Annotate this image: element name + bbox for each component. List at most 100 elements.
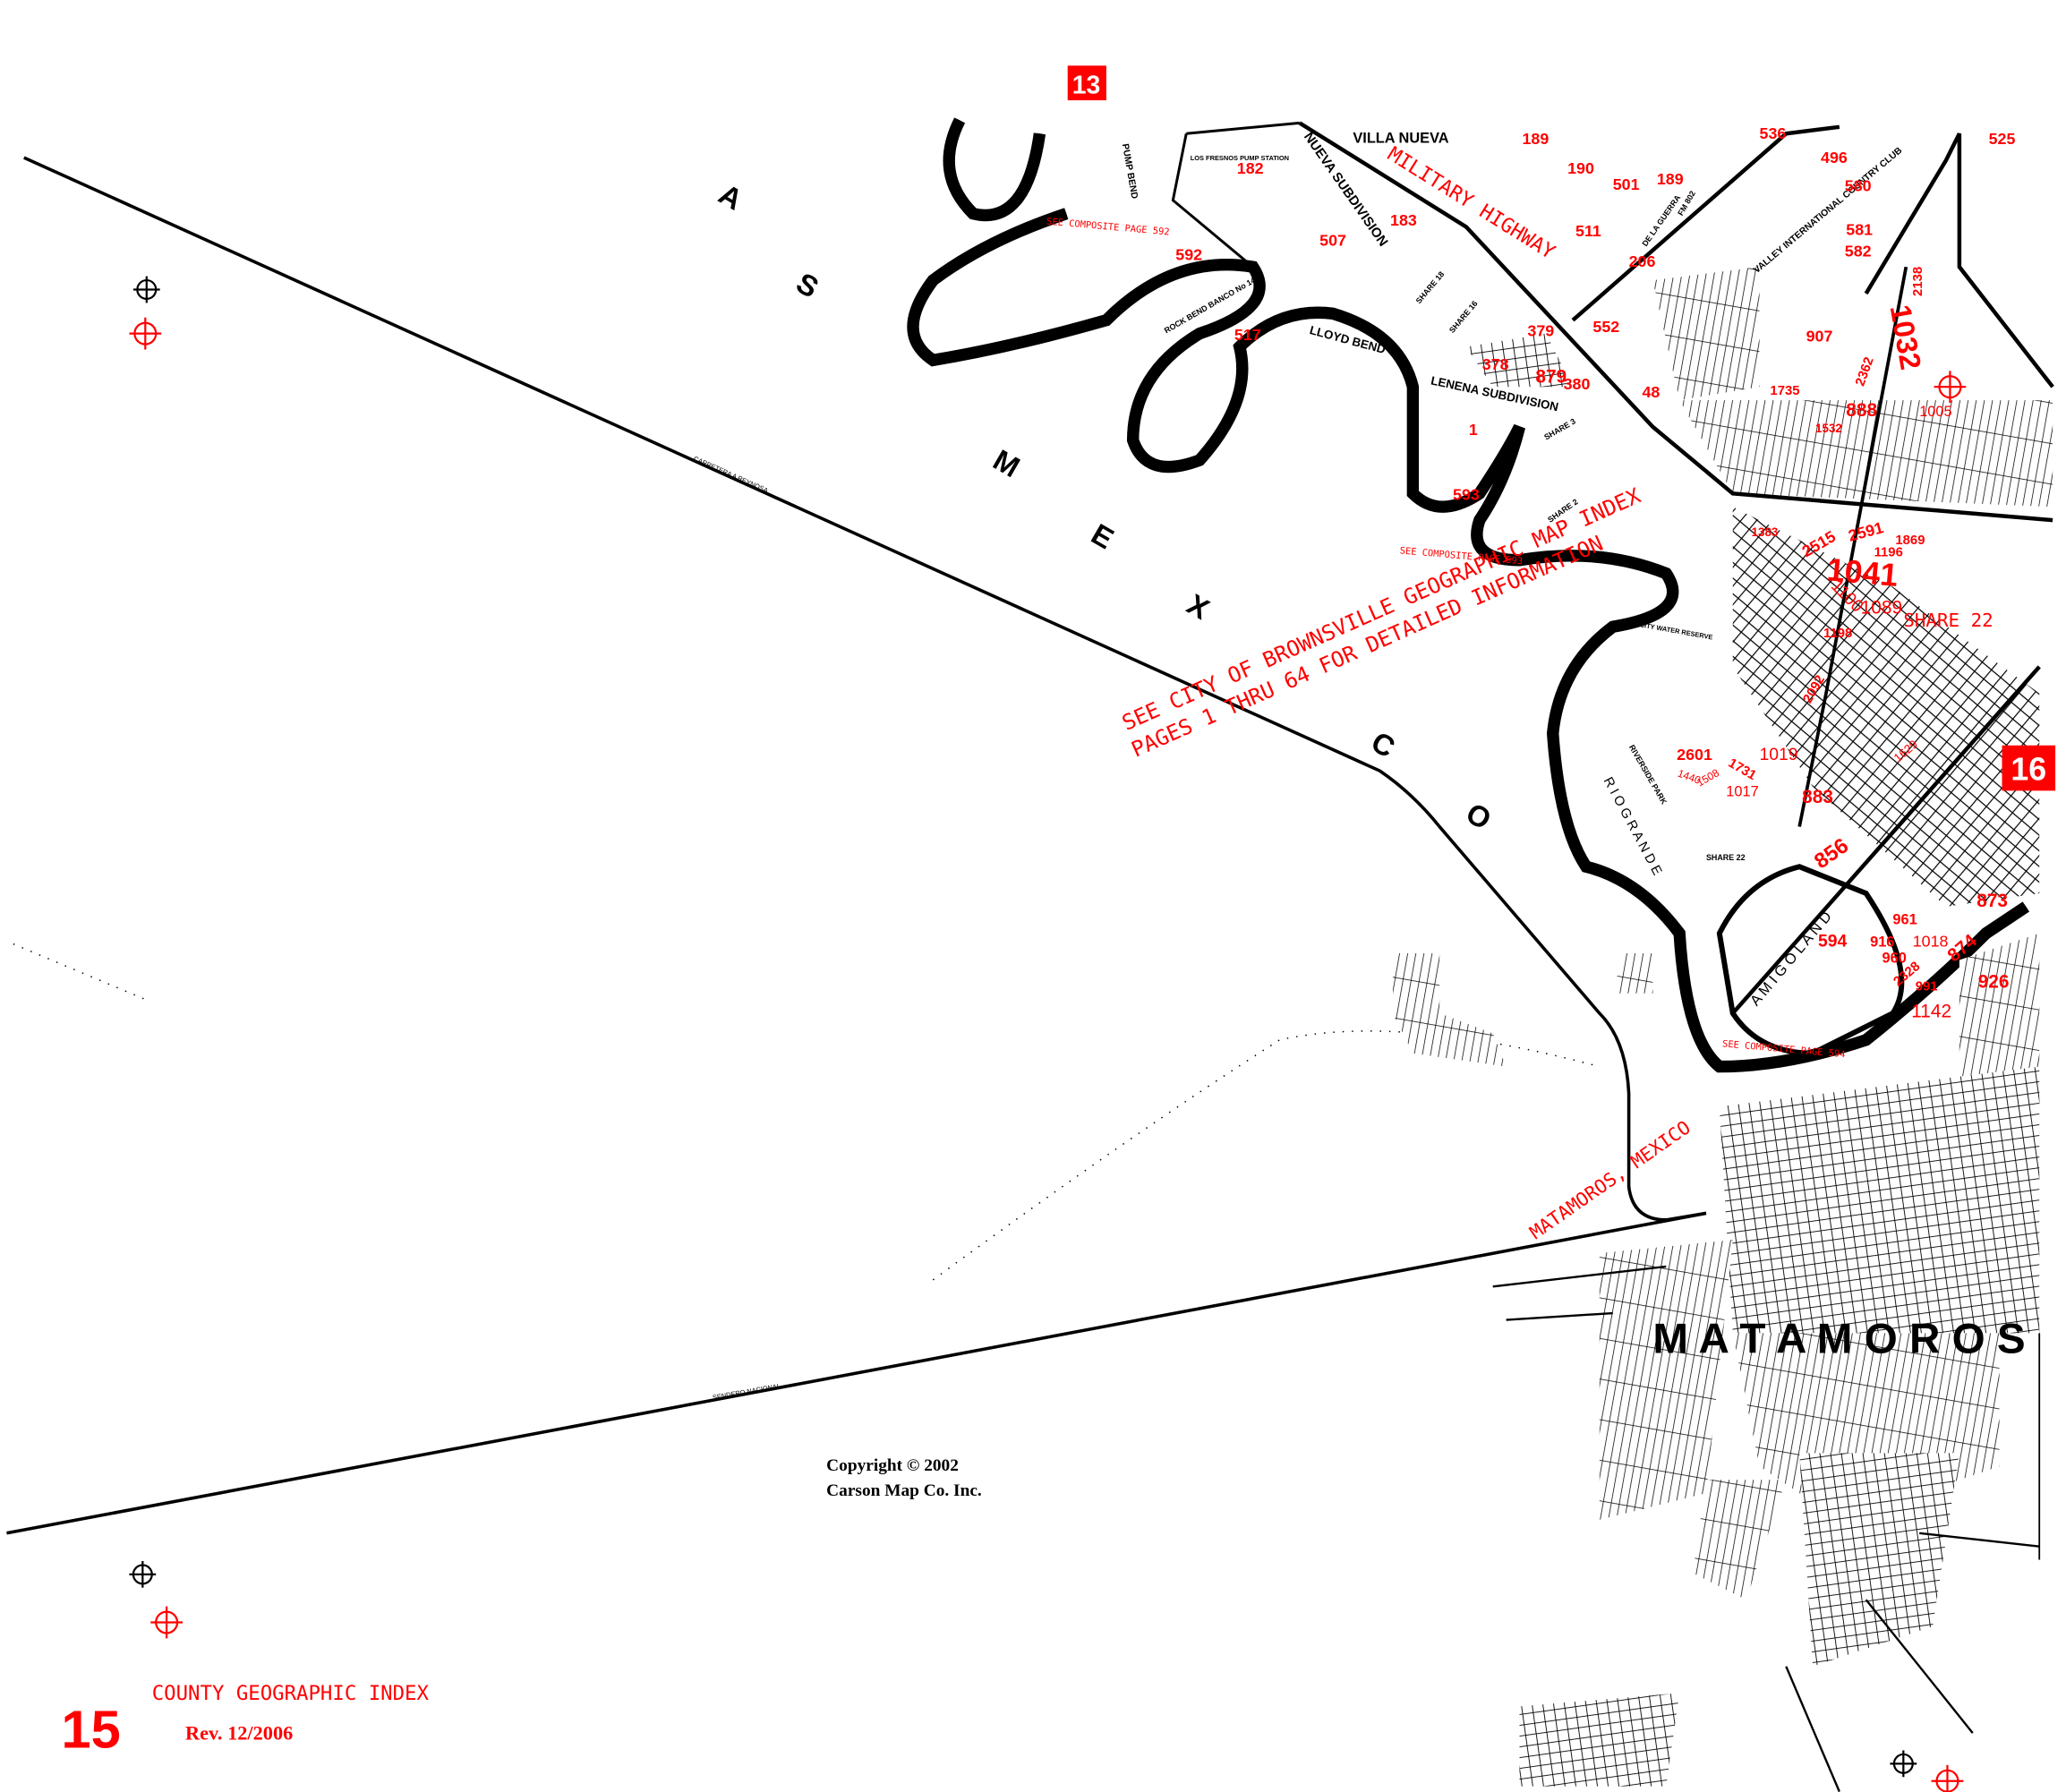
country-letter: S	[791, 266, 824, 304]
index-number: 916	[1870, 934, 1894, 951]
index-number: 1032	[1884, 303, 1928, 372]
country-letter: A	[713, 177, 748, 217]
crosshair-icon	[1934, 371, 1967, 404]
index-number: 2138	[1911, 267, 1925, 296]
index-number: 517	[1234, 326, 1261, 344]
label-share-3: SHARE 3	[1542, 416, 1577, 441]
military-highway-label: MILITARY HIGHWAY	[1383, 142, 1559, 264]
adjacent-page-13[interactable]: 13	[1067, 65, 1106, 101]
index-number: 2362	[1853, 355, 1876, 388]
label-sendero: SENDERO NACIONAL	[712, 1382, 781, 1402]
matamoros-label: MATAMOROS, MEXICO	[1525, 1116, 1694, 1243]
index-number: 525	[1989, 130, 2016, 148]
index-number: 379	[1527, 322, 1554, 340]
composite-592-note: SEE COMPOSITE PAGE 592	[1046, 217, 1170, 238]
index-number: 960	[1882, 950, 1907, 966]
index-number: 1383	[1752, 525, 1779, 539]
index-number: 536	[1760, 124, 1787, 142]
label-amigoland: A M I G O L A N D	[1747, 909, 1835, 1009]
index-number: 594	[1818, 932, 1848, 951]
index-number: 1142	[1911, 1002, 1951, 1022]
crosshair-icon	[129, 1561, 157, 1588]
registration-marks	[129, 276, 1967, 1792]
label-share-22: SHARE 22	[1706, 853, 1746, 862]
index-number: 907	[1806, 328, 1833, 346]
country-letter: X	[1182, 587, 1216, 626]
crosshair-icon	[129, 317, 162, 350]
index-number: 2601	[1677, 746, 1712, 764]
index-number: 1731	[1726, 756, 1759, 783]
copyright-line1: Copyright © 2002	[826, 1456, 959, 1475]
index-number: 380	[1564, 375, 1591, 393]
adjacent-page-16[interactable]: 16	[2002, 745, 2056, 791]
index-number: 991	[1916, 980, 1938, 994]
index-number: 580	[1845, 176, 1872, 194]
index-number: 206	[1629, 252, 1656, 270]
index-number: 1196	[1874, 545, 1903, 559]
index-number: 1508	[1695, 766, 1721, 789]
country-letter: M	[988, 443, 1026, 484]
index-number: 1869	[1895, 533, 1925, 548]
index-number: 501	[1613, 175, 1640, 193]
label-carretera: CARRETERA A REYNOSA	[692, 455, 769, 495]
rio-grande-river	[907, 117, 2030, 1073]
index-number: 1198	[1823, 627, 1852, 641]
country-letter: C	[1366, 725, 1401, 764]
country-label: A S M E X C O	[713, 177, 1497, 836]
index-number: 552	[1592, 318, 1619, 336]
index-number: 1041	[1825, 551, 1900, 593]
index-number: 1089	[1861, 597, 1902, 618]
index-number: 189	[1522, 130, 1549, 148]
index-number: 183	[1390, 211, 1417, 229]
index-number: 1	[1469, 421, 1478, 439]
index-number: 182	[1237, 159, 1264, 177]
index-number: 1019	[1760, 745, 1798, 764]
index-number: 582	[1845, 242, 1872, 260]
index-number: 888	[1846, 400, 1877, 421]
index-number: 961	[1892, 911, 1917, 927]
page-marker-label: 16	[2011, 751, 2046, 787]
crosshair-icon	[1890, 1750, 1917, 1778]
index-number: 593	[1453, 486, 1480, 504]
index-number: 511	[1575, 222, 1601, 240]
index-number: 1017	[1726, 783, 1758, 799]
crosshair-icon	[150, 1606, 183, 1639]
share-22-label: SHARE 22	[1903, 610, 1993, 631]
index-numbers: 189 190 501 189 536 525 496 580 581 582 …	[1175, 124, 2015, 1021]
index-number: 856	[1810, 833, 1853, 874]
label-share-18: SHARE 18	[1414, 269, 1447, 305]
label-riverside: RIVERSIDE PARK	[1627, 743, 1669, 806]
dotted-trail	[13, 943, 1601, 1281]
index-number: 1018	[1913, 933, 1949, 951]
index-number: 873	[1976, 891, 2008, 911]
index-number: 507	[1319, 231, 1346, 249]
page-title: COUNTY GEOGRAPHIC INDEX	[152, 1682, 430, 1705]
label-villa-nueva: VILLA NUEVA	[1353, 131, 1448, 147]
index-number: 496	[1821, 149, 1848, 166]
index-number: 879	[1535, 367, 1567, 388]
index-number: 1735	[1770, 384, 1799, 398]
brownsville-note-line2: PAGES 1 THRU 64 FOR DETAILED INFORMATION	[1128, 531, 1607, 763]
index-number: 48	[1642, 383, 1660, 401]
label-de-la-guerra: DE LA GUERRA	[1640, 192, 1682, 248]
index-number: 189	[1657, 170, 1684, 188]
index-number: 2591	[1847, 518, 1886, 545]
page-marker-label: 13	[1072, 71, 1100, 99]
index-number: 883	[1802, 787, 1833, 807]
page-number: 15	[61, 1699, 120, 1759]
index-number: 581	[1846, 220, 1873, 238]
label-share-16: SHARE 16	[1447, 299, 1480, 335]
label-water-reserve: CITY WATER RESERVE	[1639, 620, 1713, 641]
label-pump-bend: PUMP BEND	[1120, 143, 1140, 201]
copyright-line2: Carson Map Co. Inc.	[826, 1481, 982, 1500]
index-number: 1532	[1815, 422, 1842, 435]
crosshair-icon	[132, 276, 160, 303]
label-los-fresnos: LOS FRESNOS PUMP STATION	[1191, 154, 1289, 162]
crosshair-icon	[1931, 1764, 1964, 1792]
country-letter: E	[1086, 516, 1119, 555]
border-line-south	[6, 1211, 1707, 1535]
index-number: 1005	[1919, 404, 1951, 420]
index-number: 378	[1482, 355, 1509, 373]
